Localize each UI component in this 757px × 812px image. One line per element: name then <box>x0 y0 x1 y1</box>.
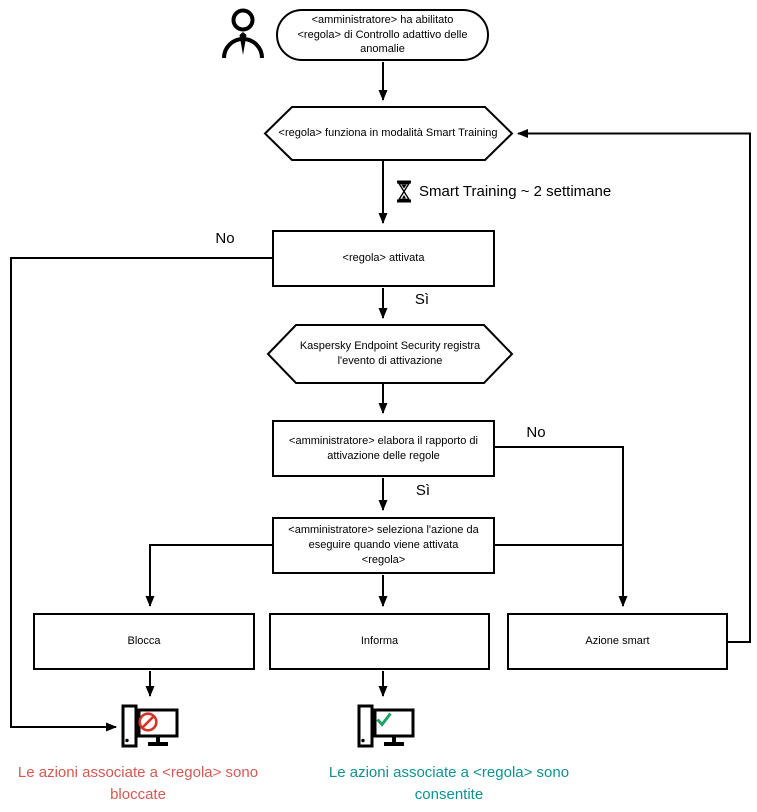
edge-no-to-smart-action <box>495 446 628 607</box>
edge-label-no-2: No <box>526 424 546 441</box>
allowed-outcome-text: Le azioni associate a <regola> sono cons… <box>328 764 570 803</box>
log-event-node-label: Kaspersky Endpoint Security registra l'e… <box>299 340 481 367</box>
start-node: <amministratore> ha abilitato <regola> d… <box>276 9 489 61</box>
smart-action-node: Azione smart <box>507 613 728 670</box>
smart-training-node-label: <regola> funziona in modalità Smart Trai… <box>278 127 498 140</box>
edge-label-yes-1: Sì <box>414 291 430 308</box>
timer-label: Smart Training ~ 2 settimane <box>419 183 612 200</box>
start-node-label: <amministratore> ha abilitato <regola> d… <box>297 13 468 56</box>
edge-label-no-1: No <box>215 230 235 247</box>
block-action-node: Blocca <box>33 613 255 670</box>
rule-triggered-node: <regola> attivata <box>272 230 495 287</box>
admin-select-action-node: <amministratore> seleziona l'azione da e… <box>272 517 495 574</box>
timer-annotation: Smart Training ~ 2 settimane <box>396 180 611 203</box>
check-icon <box>376 712 392 727</box>
edge-select-to-block <box>145 544 272 607</box>
inform-action-node: Informa <box>269 613 490 670</box>
blocked-outcome-text: Le azioni associate a <regola> sono bloc… <box>17 764 259 803</box>
edge-no-loop-to-blocked-pc <box>10 257 272 732</box>
person-icon <box>221 7 265 59</box>
computer-allowed-icon <box>356 702 416 750</box>
hexagon-log-event <box>266 324 514 384</box>
edge-smart-action-feedback <box>517 129 751 643</box>
hexagon-smart-training <box>263 106 514 161</box>
hourglass-icon <box>397 180 411 203</box>
prohibition-icon <box>138 712 158 732</box>
computer-blocked-icon <box>120 702 180 750</box>
edge-label-yes-2: Sì <box>415 482 431 499</box>
admin-report-node: <amministratore> elabora il rapporto di … <box>272 420 495 477</box>
